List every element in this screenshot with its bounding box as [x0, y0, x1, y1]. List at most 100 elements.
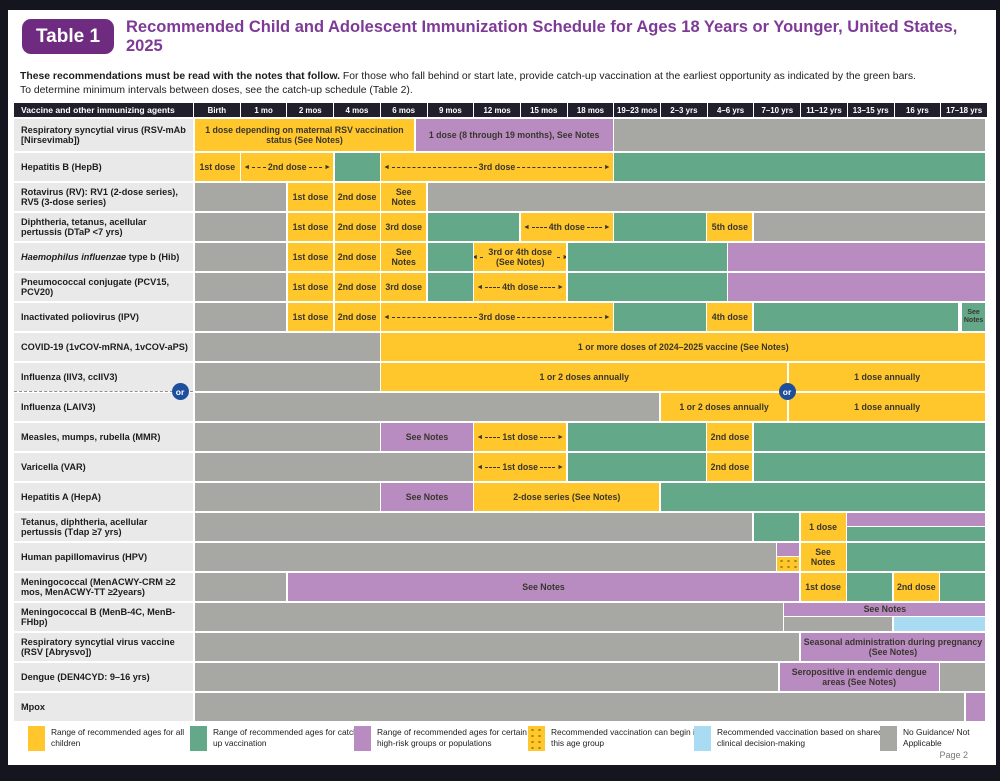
header-age-cell: 4 mos: [334, 103, 380, 117]
schedule-segment: ◄1st dose►: [474, 453, 567, 481]
legend-swatch-can-begin: [528, 726, 545, 751]
schedule-segment: Seasonal administration during pregnancy…: [800, 633, 986, 661]
schedule-segment: 4th dose: [707, 303, 753, 331]
influenza-or-divider: [14, 391, 193, 392]
legend-item: Range of recommended ages for certain hi…: [354, 726, 527, 751]
row-label: Influenza (IIV3, ccIIV3): [14, 363, 193, 391]
row-bars: Seasonal administration during pregnancy…: [194, 633, 987, 661]
header-age-cell: 15 mos: [520, 103, 567, 117]
schedule-segment: See Notes: [287, 573, 800, 601]
schedule-segment: 1 dose (8 through 19 months), See Notes: [415, 119, 613, 151]
schedule-segment: [753, 213, 986, 241]
schedule-segment: 1 or 2 doses annually: [381, 363, 788, 391]
schedule-segment: 2-dose series (See Notes): [474, 483, 660, 511]
schedule-segment: [194, 213, 287, 241]
schedule-segment: [427, 213, 520, 241]
schedule-segment: [567, 423, 706, 451]
schedule-segment: [567, 243, 727, 271]
schedule-segment: [847, 513, 986, 526]
intro-notes-rest: For those who fall behind or start late,…: [340, 71, 916, 82]
table-row: Rotavirus (RV): RV1 (2-dose series), RV5…: [14, 183, 987, 211]
row-label: Respiratory syncytial virus (RSV-mAb [Ni…: [14, 119, 193, 151]
schedule-segment: 1 dose depending on maternal RSV vaccina…: [194, 119, 415, 151]
schedule-segment: See Notes: [381, 183, 427, 211]
schedule-segment: [194, 243, 287, 271]
schedule-segment: [194, 363, 380, 391]
row-label: Rotavirus (RV): RV1 (2-dose series), RV5…: [14, 183, 193, 211]
row-label: Influenza (LAIV3): [14, 393, 193, 421]
row-label: Hepatitis A (HepA): [14, 483, 193, 511]
legend-item: Recommended vaccination can begin in thi…: [528, 726, 701, 751]
schedule-segment: [940, 573, 986, 601]
header-age-cell: 11–12 yrs: [801, 103, 847, 117]
schedule-segment: Seropositive in endemic dengue areas (Se…: [779, 663, 939, 691]
schedule-segment: [847, 527, 986, 541]
schedule-segment: 1st dose: [287, 303, 334, 331]
header-age-cell: 16 yrs: [894, 103, 941, 117]
row-label: Inactivated poliovirus (IPV): [14, 303, 193, 331]
header-age-cell: 6 mos: [380, 103, 427, 117]
schedule-segment: [940, 663, 986, 691]
legend-label: Range of recommended ages for all childr…: [51, 727, 185, 748]
schedule-page: Table 1 Recommended Child and Adolescent…: [8, 10, 996, 765]
schedule-segment: 2nd dose: [334, 273, 380, 301]
schedule-segment: See Notes: [800, 543, 846, 571]
row-label: Dengue (DEN4CYD: 9–16 yrs): [14, 663, 193, 691]
row-label: Meningococcal (MenACWY-CRM ≥2 mos, MenAC…: [14, 573, 193, 601]
row-label: Tetanus, diphtheria, acellular pertussis…: [14, 513, 193, 541]
or-badge: or: [778, 383, 796, 400]
row-bars: 1 dose: [194, 513, 987, 541]
table-row: Measles, mumps, rubella (MMR)See Notes◄1…: [14, 423, 987, 451]
schedule-segment: [334, 153, 380, 181]
schedule-segment: [728, 243, 986, 271]
schedule-segment: 1 dose annually: [788, 363, 986, 391]
table-body: Respiratory syncytial virus (RSV-mAb [Ni…: [14, 119, 987, 721]
header-age-cell: 19–23 mos: [614, 103, 661, 117]
schedule-segment: 1st dose: [194, 153, 240, 181]
schedule-segment: [194, 663, 779, 691]
table-row: COVID-19 (1vCOV-mRNA, 1vCOV-aPS)1 or mor…: [14, 333, 987, 361]
row-label: Mpox: [14, 693, 193, 721]
legend-swatch-high-risk: [354, 726, 371, 751]
schedule-segment: 1st dose: [287, 273, 334, 301]
legend-item: Range of recommended ages for catch-up v…: [190, 726, 363, 751]
header-age-cell: 4–6 yrs: [707, 103, 754, 117]
table-row: Meningococcal (MenACWY-CRM ≥2 mos, MenAC…: [14, 573, 987, 601]
legend: Range of recommended ages for all childr…: [22, 726, 988, 765]
table-row: Hepatitis B (HepB)1st dose◄2nd dose►◄3rd…: [14, 153, 987, 181]
schedule-segment: [753, 453, 986, 481]
row-bars: 1 or more doses of 2024–2025 vaccine (Se…: [194, 333, 987, 361]
schedule-segment: 2nd dose: [707, 423, 753, 451]
schedule-segment: 2nd dose: [893, 573, 939, 601]
immunization-table: Vaccine and other immunizing agents Birt…: [14, 103, 987, 723]
table-row: Diphtheria, tetanus, acellular pertussis…: [14, 213, 987, 241]
header-age-cell: 1 mo: [240, 103, 287, 117]
legend-label: Recommended vaccination based on shared …: [717, 727, 883, 748]
legend-swatch-shared-decision: [694, 726, 711, 751]
header-age-cell: 18 mos: [567, 103, 614, 117]
legend-swatch-no-guidance: [880, 726, 897, 751]
schedule-segment: See Notes: [381, 483, 473, 511]
table-header-row: Vaccine and other immunizing agents Birt…: [14, 103, 987, 117]
legend-swatch-all-children: [28, 726, 45, 751]
schedule-segment: See Notes: [784, 603, 986, 616]
schedule-segment: [660, 483, 986, 511]
table-row: Pneumococcal conjugate (PCV15, PCV20)1st…: [14, 273, 987, 301]
or-badge: or: [171, 383, 189, 400]
header-vaccine-column: Vaccine and other immunizing agents: [14, 103, 193, 117]
schedule-segment: [567, 453, 706, 481]
schedule-segment: [614, 303, 706, 331]
header-age-cell: 12 mos: [474, 103, 520, 117]
schedule-segment: [194, 273, 287, 301]
schedule-segment: [194, 303, 287, 331]
page-number: Page 2: [939, 750, 968, 760]
schedule-segment: 2nd dose: [334, 303, 380, 331]
schedule-segment: [847, 573, 893, 601]
schedule-segment: 1st dose: [287, 243, 334, 271]
